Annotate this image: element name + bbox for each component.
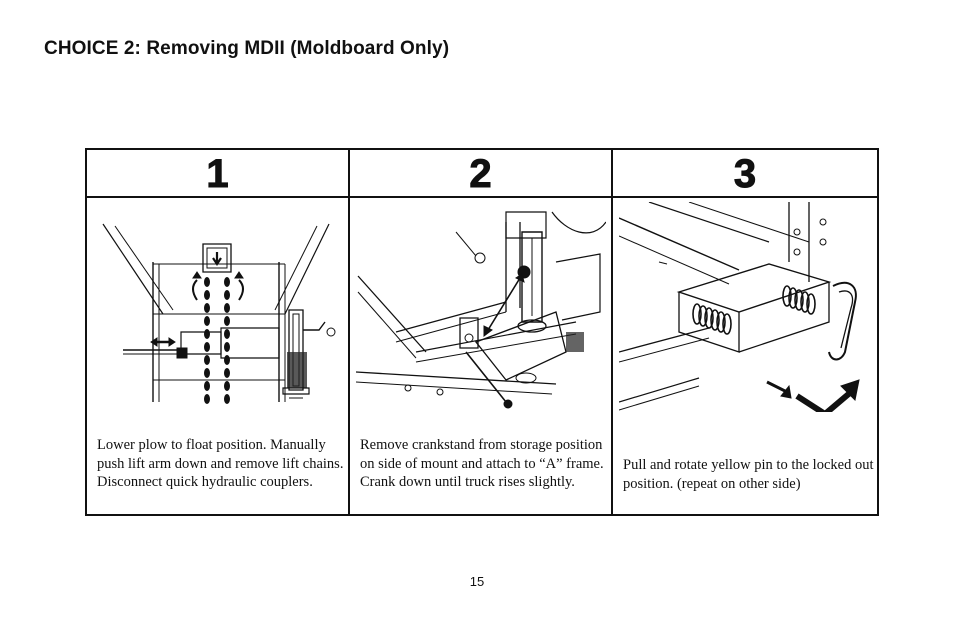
step-3-header: 3 xyxy=(613,150,877,198)
page-number: 15 xyxy=(469,574,485,589)
step-3: 3 xyxy=(613,150,877,514)
step-2: 2 xyxy=(350,150,613,514)
step-1: 1 xyxy=(87,150,350,514)
step-1-instruction: Lower plow to float position. Manually p… xyxy=(97,437,344,490)
step-1-header: 1 xyxy=(87,150,348,198)
crankstand-a-frame-illustration xyxy=(356,202,606,412)
step-3-instruction: Pull and rotate yellow pin to the locked… xyxy=(623,457,874,492)
plow-lift-arm-chains-illustration xyxy=(93,202,343,404)
yellow-pin-locked-out-illustration xyxy=(619,202,869,412)
step-2-number: 2 xyxy=(469,152,492,197)
step-2-instruction: Remove crankstand from storage position … xyxy=(360,437,604,490)
step-2-header: 2 xyxy=(350,150,611,198)
page-title: CHOICE 2: Removing MDII (Moldboard Only) xyxy=(44,38,450,59)
steps-table: 1 xyxy=(85,148,879,516)
step-1-number: 1 xyxy=(206,152,229,197)
step-3-number: 3 xyxy=(733,152,757,197)
